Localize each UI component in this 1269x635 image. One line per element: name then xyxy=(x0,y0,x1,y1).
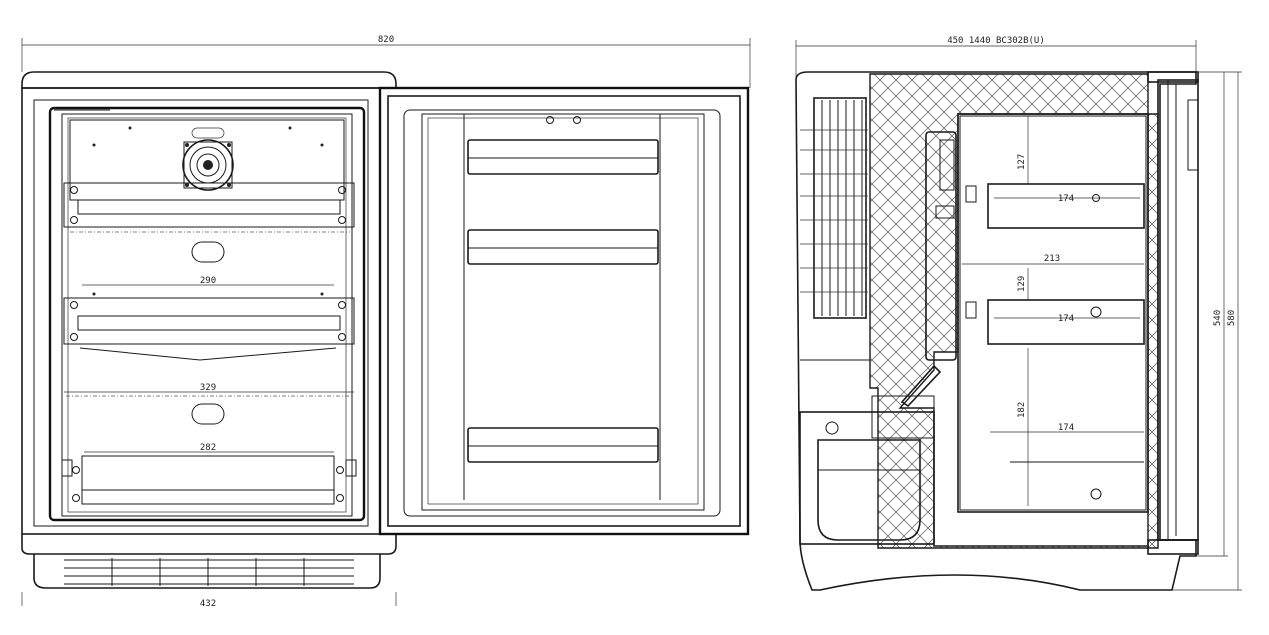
evaporator xyxy=(900,131,957,408)
height-dimensions: 540 580 xyxy=(1172,71,1242,591)
open-door xyxy=(378,86,750,536)
front-view: 820 xyxy=(21,35,751,609)
cabinet-body xyxy=(21,71,397,535)
compressor xyxy=(799,395,935,545)
side-shelf-upper: 174 xyxy=(965,183,1145,229)
base-grille xyxy=(21,534,397,589)
overall-width-dimension: 820 xyxy=(21,35,751,88)
shelf-depth-1-label: 174 xyxy=(1058,194,1074,204)
drain-slot-upper xyxy=(191,241,225,263)
lower-gap-label: 182 xyxy=(1017,402,1027,418)
height-inner-label: 540 xyxy=(1213,310,1223,326)
door-section xyxy=(1147,71,1199,555)
shelf-lower: 282 xyxy=(61,443,357,505)
upper-gap-label: 127 xyxy=(1017,154,1027,170)
shelf-width-lower-label: 282 xyxy=(200,443,216,453)
shelf-depth-2-label: 174 xyxy=(1058,314,1074,324)
side-shelf-lower: 174 xyxy=(990,423,1144,500)
shelf-width-upper-label: 290 xyxy=(200,276,216,286)
side-section-view: 450 1440 BC302B(U) xyxy=(795,36,1242,591)
overall-width-label: 820 xyxy=(378,35,394,45)
mid-gap-label: 129 xyxy=(1017,276,1027,292)
condenser-coil xyxy=(800,97,870,361)
base-width-label: 432 xyxy=(200,599,216,609)
shelf-depth-3-label: 174 xyxy=(1058,423,1074,433)
side-shelf-middle: 174 xyxy=(965,299,1145,345)
height-outer-label: 580 xyxy=(1227,310,1237,326)
drain-slot-lower xyxy=(191,403,225,425)
inner-width-label: 329 xyxy=(200,383,216,393)
cabinet-depth-label: 213 xyxy=(1044,254,1060,264)
shelf-upper xyxy=(63,182,355,233)
depth-label: 450 1440 BC302B(U) xyxy=(947,36,1045,46)
base-width-dimension: 432 xyxy=(21,592,397,609)
shelf-middle: 290 xyxy=(63,276,355,361)
fan-panel xyxy=(69,119,345,201)
insulation xyxy=(869,73,1159,549)
